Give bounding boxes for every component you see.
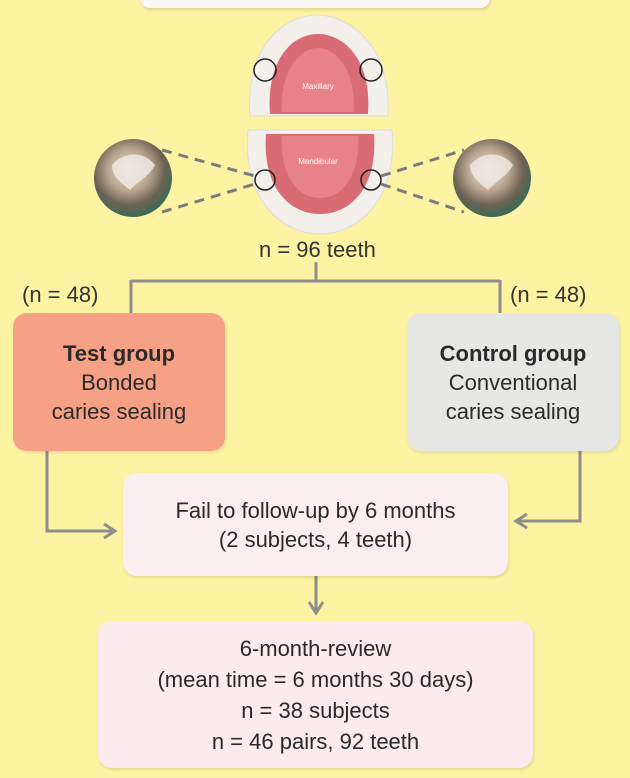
maxillary-arch [250,15,389,116]
follow-up-line1: Fail to follow-up by 6 months [175,496,455,525]
left-count: (n = 48) [22,282,98,308]
control-group-line2: caries sealing [446,397,581,426]
mandibular-label: Mandibular [288,157,348,166]
test-group-line2: caries sealing [52,397,187,426]
control-group-title: Control group [440,339,587,368]
right-count: (n = 48) [510,282,586,308]
test-group-line1: Bonded [81,368,157,397]
follow-up-line2: (2 subjects, 4 teeth) [219,525,412,554]
test-group-box: Test group Bonded caries sealing [13,313,225,451]
mandibular-arch [247,130,392,234]
review-line3: n = 38 subjects [241,695,390,726]
test-group-title: Test group [63,339,175,368]
review-line2: (mean time = 6 months 30 days) [157,664,473,695]
follow-up-box: Fail to follow-up by 6 months (2 subject… [123,473,508,576]
review-line1: 6-month-review [240,633,392,664]
total-count: n = 96 teeth [259,237,376,263]
review-box: 6-month-review (mean time = 6 months 30 … [98,621,533,768]
control-group-box: Control group Conventional caries sealin… [407,313,619,451]
review-line4: n = 46 pairs, 92 teeth [212,726,419,757]
maxillary-label: Maxillary [296,82,340,91]
control-group-line1: Conventional [449,368,577,397]
